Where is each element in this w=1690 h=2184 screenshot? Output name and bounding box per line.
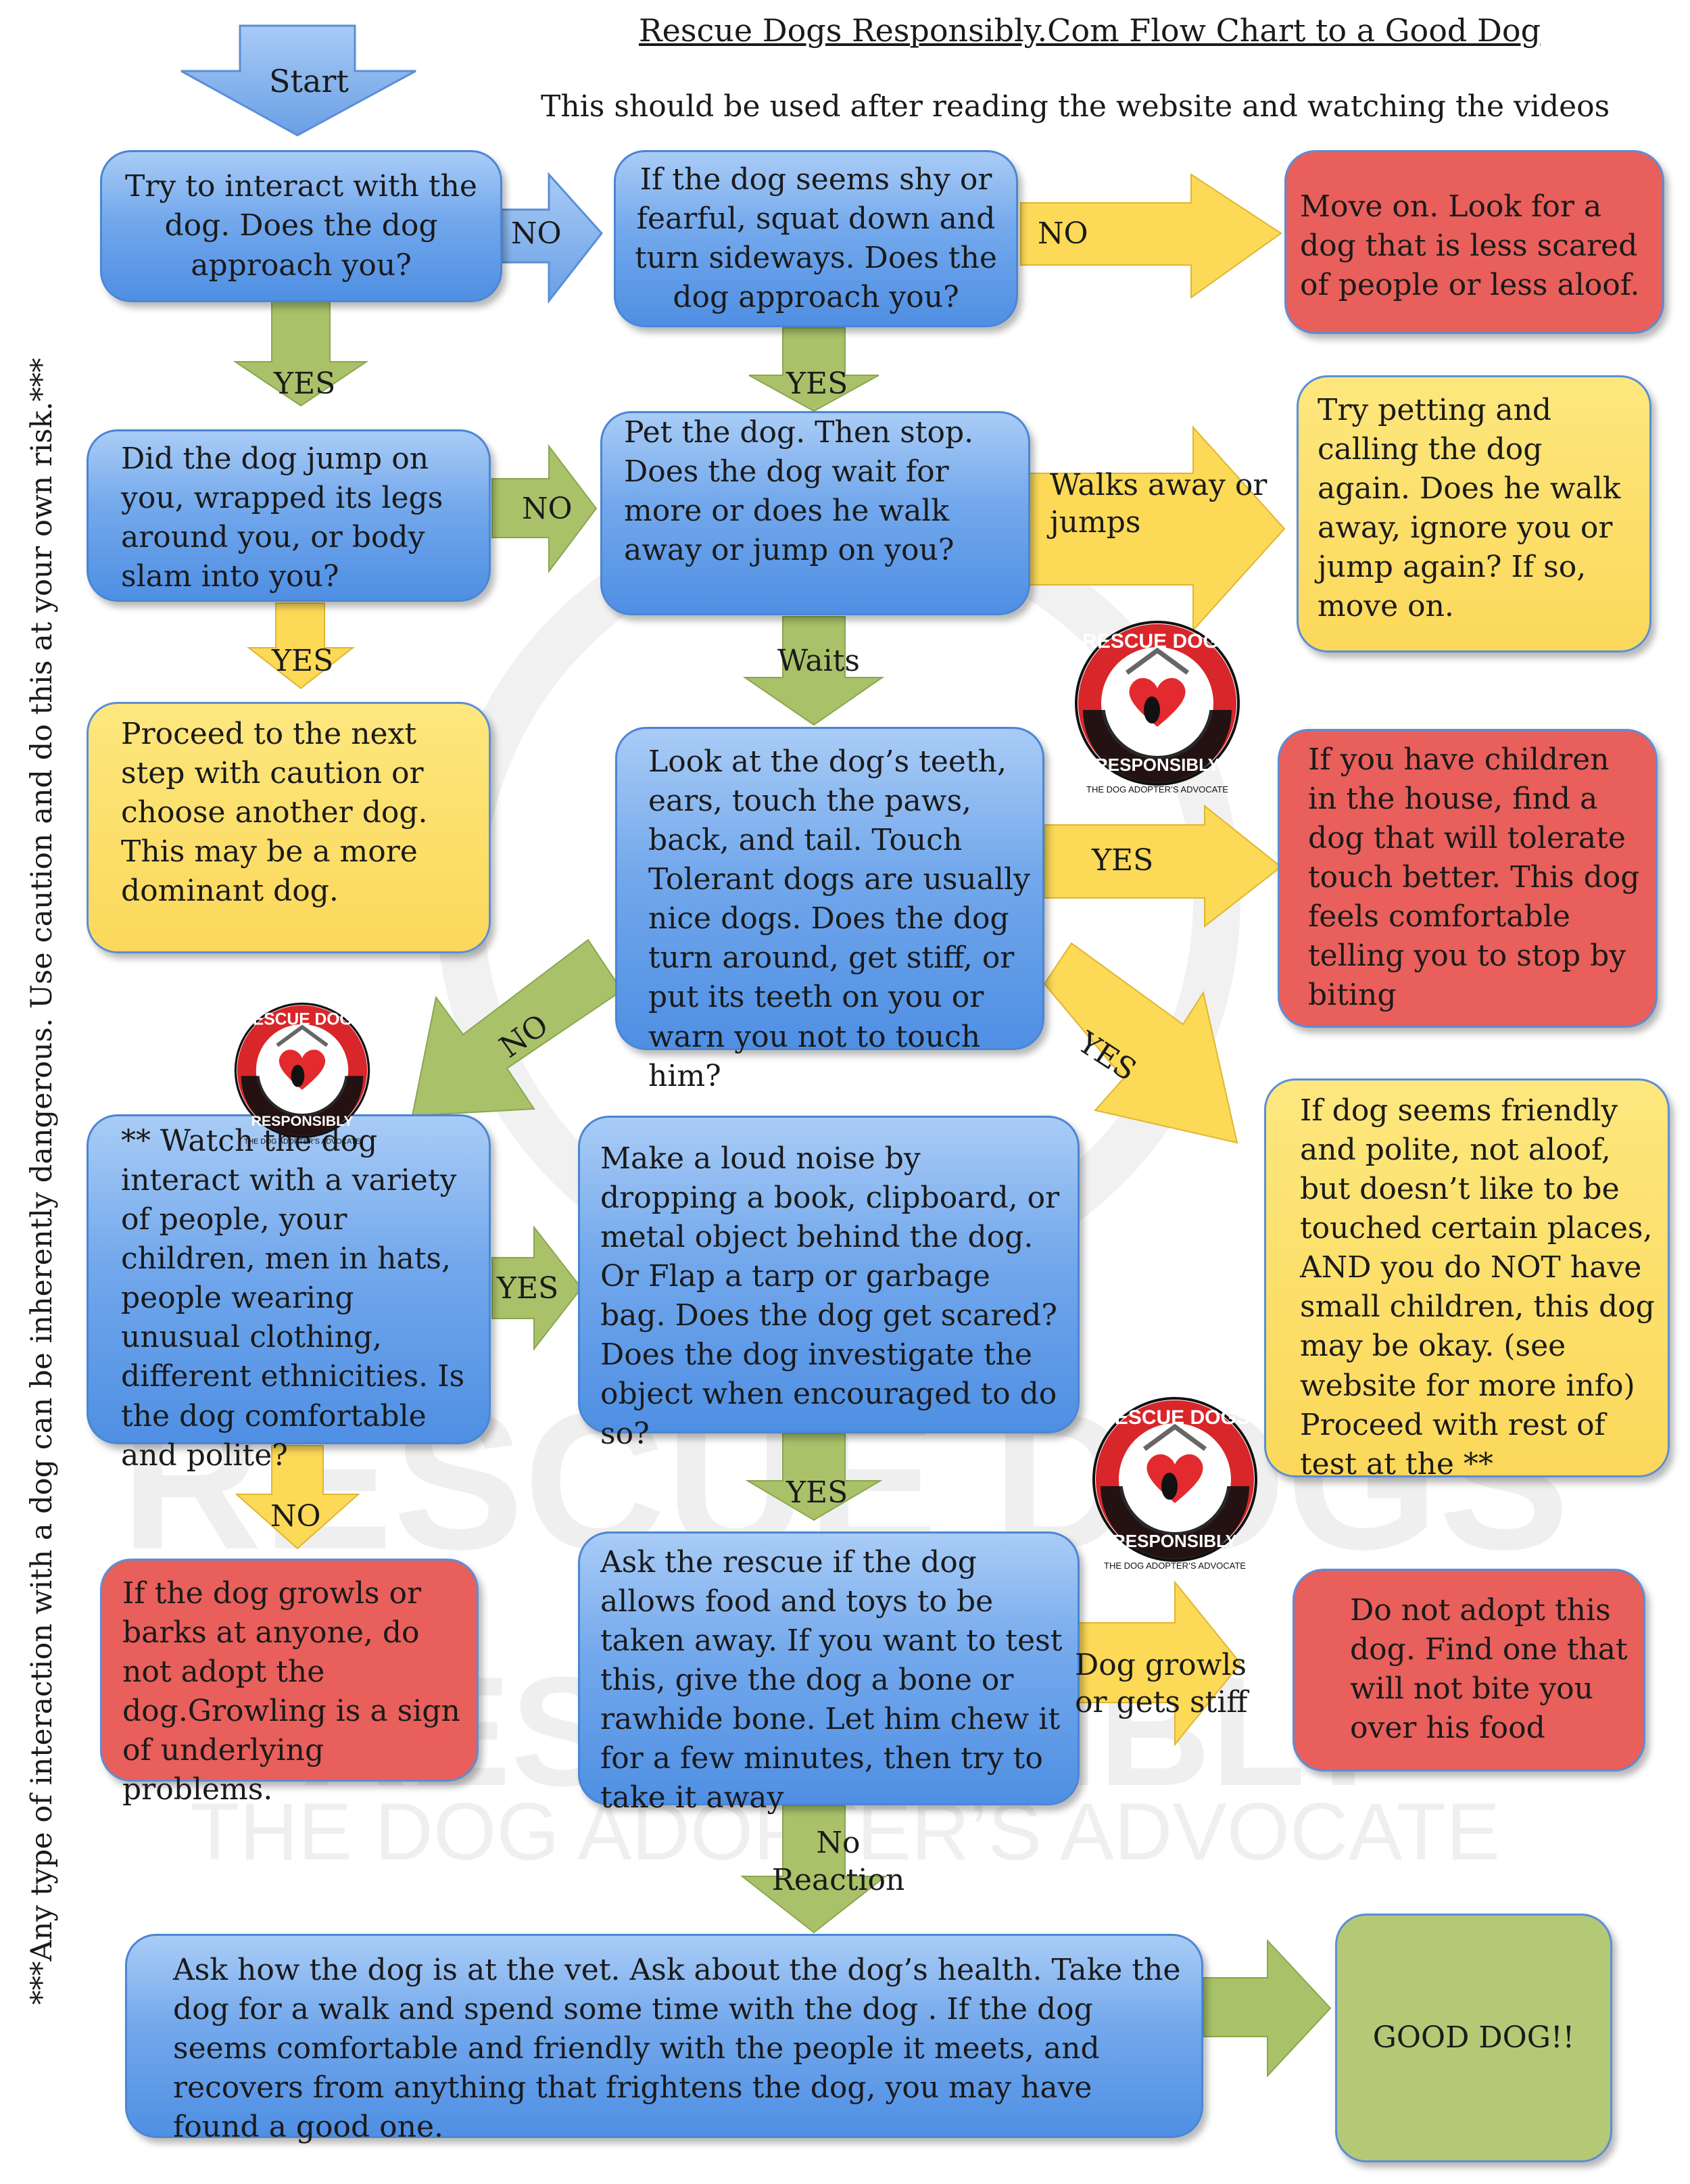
node-caution-text: Proceed to the next step with caution or… xyxy=(121,717,428,909)
rescue-dogs-logo: RESCUE DOGS RESPONSIBLY THE DOG ADOPTER’… xyxy=(234,1002,370,1145)
edge-jump-no: NO xyxy=(522,492,573,526)
node-jump: Did the dog jump on you, wrapped its leg… xyxy=(87,429,491,602)
edge-interact-no: NO xyxy=(511,216,562,251)
dog-icon xyxy=(1161,1473,1178,1500)
node-jump-text: Did the dog jump on you, wrapped its leg… xyxy=(121,442,443,594)
edge-food-growls: Dog growls or gets stiff xyxy=(1075,1648,1248,1719)
edge-food-no-reaction: No Reaction xyxy=(771,1826,905,1897)
node-shy-text: If the dog seems shy or fearful, squat d… xyxy=(635,162,997,315)
node-friendly-text: If dog seems friendly and polite, not al… xyxy=(1300,1093,1655,1481)
edge-watch-no: NO xyxy=(270,1499,321,1534)
logo-bottom-text: RESPONSIBLY xyxy=(1095,755,1220,775)
arrow-pet-walks xyxy=(1028,425,1286,632)
rescue-dogs-logo: RESCUE DOGS RESPONSIBLY THE DOG ADOPTER’… xyxy=(1092,1397,1257,1571)
arrow-teeth-yes-diag xyxy=(1043,942,1238,1144)
arrow-vet-good xyxy=(1203,1939,1332,2078)
arrow-interact-yes xyxy=(233,300,369,407)
side-disclaimer: ***Any type of interaction with a dog ca… xyxy=(25,358,59,2005)
node-good-dog-text: GOOD DOG!! xyxy=(1372,2020,1575,2055)
node-shy: If the dog seems shy or fearful, squat d… xyxy=(614,150,1018,327)
logo-tagline: THE DOG ADOPTER’S ADVOCATE xyxy=(1104,1561,1246,1571)
arrow-jump-no xyxy=(491,444,598,573)
arrow-pet-waits xyxy=(742,616,885,726)
node-watch: ** Watch the dog interact with a variety… xyxy=(87,1114,491,1473)
node-pet: Pet the dog. Then stop. Does the dog wai… xyxy=(600,411,1030,615)
arrow-food-no-reaction xyxy=(740,1805,888,1934)
edge-pet-walks: Walks away or jumps xyxy=(1050,468,1268,540)
house-roof-icon xyxy=(1125,647,1190,675)
node-do-not-adopt: Do not adopt this dog. Find one that wil… xyxy=(1293,1569,1645,1772)
dog-icon xyxy=(1144,696,1160,723)
node-caution: Proceed to the next step with caution or… xyxy=(87,702,491,953)
node-interact-text: Try to interact with the dog. Does the d… xyxy=(125,169,477,283)
edge-watch-yes: YES xyxy=(497,1271,559,1306)
edge-interact-yes: YES xyxy=(274,366,336,401)
edge-jump-yes: YES xyxy=(272,644,334,678)
edge-teeth-yes: YES xyxy=(1092,843,1154,878)
node-watch-text: ** Watch the dog interact with a variety… xyxy=(121,1124,465,1473)
edge-noise-yes: YES xyxy=(786,1475,848,1510)
rescue-dogs-logo: RESCUE DOGS RESPONSIBLY THE DOG ADOPTER’… xyxy=(1075,621,1240,794)
node-teeth: Look at the dog’s teeth, ears, touch the… xyxy=(615,727,1044,1093)
logo-top-text: RESCUE DOGS xyxy=(241,1011,364,1029)
arrow-interact-no xyxy=(500,172,603,304)
node-do-not-adopt-text: Do not adopt this dog. Find one that wil… xyxy=(1350,1593,1628,1746)
dog-icon xyxy=(291,1064,305,1087)
arrow-jump-yes xyxy=(247,602,355,690)
node-teeth-text: Look at the dog’s teeth, ears, touch the… xyxy=(648,744,1030,1093)
node-vet-text: Ask how the dog is at the vet. Ask about… xyxy=(173,1953,1181,2145)
logo-top-text: RESCUE DOGS xyxy=(1082,630,1232,652)
node-noise: Make a loud noise by dropping a book, cl… xyxy=(578,1116,1080,1451)
logo-top-text: RESCUE DOGS xyxy=(1100,1406,1250,1429)
node-growls: If the dog growls or barks at anyone, do… xyxy=(100,1559,479,1807)
page-title: Rescue Dogs Responsibly.Com Flow Chart t… xyxy=(639,12,1541,49)
logo-bottom-text: RESPONSIBLY xyxy=(251,1113,353,1129)
arrow-watch-yes xyxy=(491,1225,583,1351)
arrow-teeth-yes xyxy=(1044,804,1282,928)
page-subtitle: This should be used after reading the we… xyxy=(541,89,1610,124)
arrow-noise-yes xyxy=(745,1433,883,1521)
node-vet: Ask how the dog is at the vet. Ask about… xyxy=(125,1934,1203,2144)
node-children-text: If you have children in the house, find … xyxy=(1308,742,1640,1013)
edge-shy-yes: YES xyxy=(786,366,848,401)
node-pet-text: Pet the dog. Then stop. Does the dog wai… xyxy=(624,415,974,568)
node-food-text: Ask the rescue if the dog allows food an… xyxy=(600,1545,1063,1815)
arrow-teeth-no xyxy=(411,939,623,1117)
arrow-food-growls xyxy=(1074,1580,1242,1747)
node-food: Ask the rescue if the dog allows food an… xyxy=(578,1532,1080,1815)
node-friendly: If dog seems friendly and polite, not al… xyxy=(1264,1078,1670,1481)
node-good-dog: GOOD DOG!! xyxy=(1335,1914,1612,2162)
node-try-again-text: Try petting and calling the dog again. D… xyxy=(1318,393,1621,624)
edge-pet-waits: Waits xyxy=(777,644,860,678)
arrow-watch-no xyxy=(235,1445,360,1550)
house-roof-icon xyxy=(276,1024,329,1047)
logo-tagline: THE DOG ADOPTER’S ADVOCATE xyxy=(244,1137,360,1145)
start-arrow xyxy=(180,24,416,137)
node-growls-text: If the dog growls or barks at anyone, do… xyxy=(122,1576,460,1807)
node-move-on-text: Move on. Look for a dog that is less sca… xyxy=(1300,189,1640,303)
edge-shy-no: NO xyxy=(1038,216,1088,251)
start-label: Start xyxy=(269,63,349,99)
node-noise-text: Make a loud noise by dropping a book, cl… xyxy=(600,1141,1060,1451)
node-move-on: Move on. Look for a dog that is less sca… xyxy=(1284,150,1664,334)
node-children: If you have children in the house, find … xyxy=(1278,729,1658,1028)
logo-bottom-text: RESPONSIBLY xyxy=(1113,1531,1237,1551)
logo-tagline: THE DOG ADOPTER’S ADVOCATE xyxy=(1086,784,1228,794)
arrow-shy-no xyxy=(1020,173,1282,299)
node-try-again: Try petting and calling the dog again. D… xyxy=(1297,375,1651,652)
arrow-shy-yes xyxy=(748,327,879,412)
house-roof-icon xyxy=(1142,1423,1207,1451)
node-interact: Try to interact with the dog. Does the d… xyxy=(100,150,502,302)
